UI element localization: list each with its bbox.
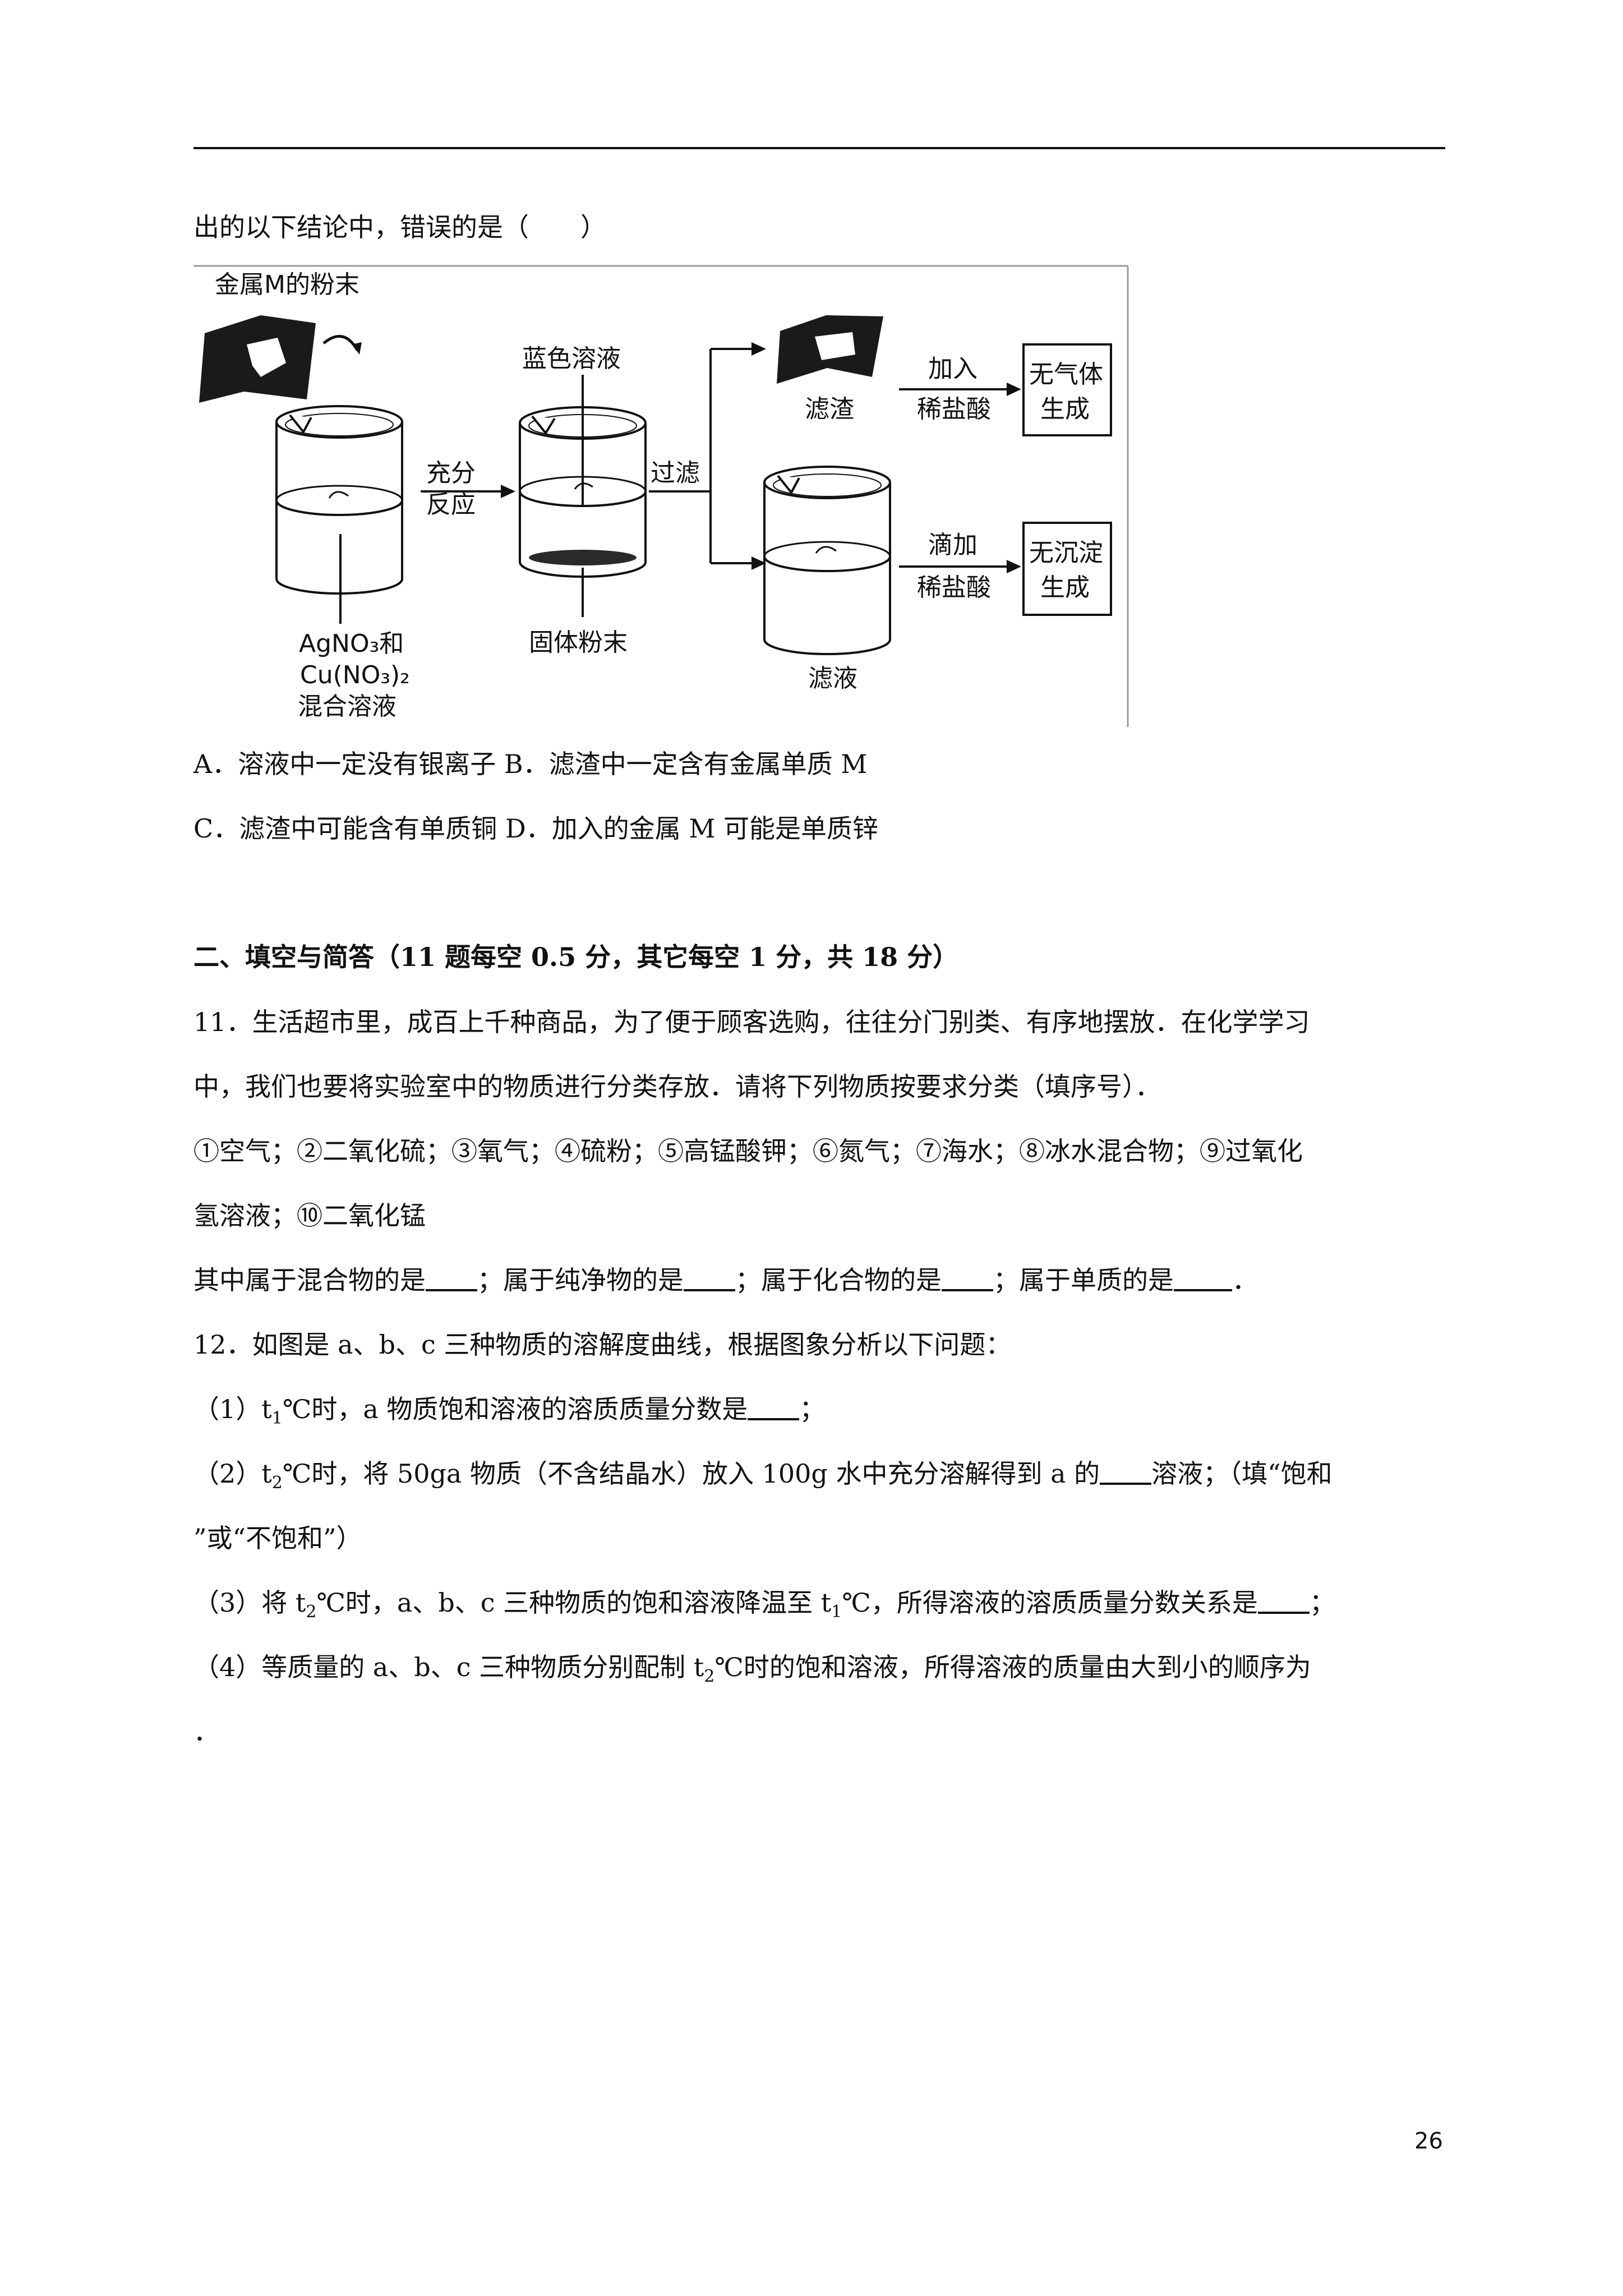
q12-p4-text-b: ℃时的饱和溶液，所得溶液的质量由大到小的顺序为	[714, 1652, 1311, 1682]
filter-label: 过滤	[651, 459, 700, 487]
blank-pure[interactable]	[684, 1264, 735, 1291]
react-label-top: 充分	[426, 459, 476, 487]
drop-label-top: 滴加	[928, 531, 978, 559]
q12-p3-end: ；	[1309, 1588, 1335, 1618]
q12-p1-sub: 1	[271, 1409, 283, 1429]
q12-p3-text-b: ℃时，a、b、c 三种物质的饱和溶液降温至 t	[316, 1588, 832, 1618]
metal-powder-label: 金属M的粉末	[215, 270, 359, 299]
no-precipitate-box	[1022, 522, 1112, 616]
q12-part2: （2）t2℃时，将 50ga 物质（不含结晶水）放入 100g 水中充分溶解得到…	[193, 1457, 1332, 1500]
q12-p2-text-b: ℃时，将 50ga 物质（不含结晶水）放入 100g 水中充分溶解得到 a 的	[282, 1458, 1100, 1489]
q12-stem: 12．如图是 a、b、c 三种物质的溶解度曲线，根据图象分析以下问题：	[193, 1329, 1012, 1360]
q12-p3-sub1: 2	[306, 1602, 317, 1622]
q12-part1: （1）t1℃时，a 物质饱和溶液的溶质质量分数是 ；	[193, 1392, 825, 1435]
q12-p1-end: ；	[799, 1394, 826, 1424]
q12-part2-line2: ”或“不饱和”）	[193, 1523, 362, 1553]
beaker-1	[275, 405, 403, 624]
blank-q12-3[interactable]	[1257, 1587, 1310, 1614]
pour-arrow-icon	[322, 335, 359, 351]
no-precipitate-label-1: 无沉淀	[1029, 539, 1103, 567]
residue-label: 滤渣	[805, 395, 854, 424]
blank-compound[interactable]	[942, 1264, 993, 1291]
drop-label-bottom: 稀盐酸	[917, 573, 991, 602]
q12-p2-sub: 2	[271, 1473, 283, 1493]
q11-q-compound: ；属于化合物的是	[735, 1265, 942, 1295]
q12-part3: （3）将 t2℃时，a、b、c 三种物质的饱和溶液降温至 t1℃，所得溶液的溶质…	[193, 1586, 1335, 1629]
page-number: 26	[1414, 2128, 1443, 2154]
q12-p1-text-b: ℃时，a 物质饱和溶液的溶质质量分数是	[282, 1394, 748, 1424]
mixture-label-3: 混合溶液	[298, 692, 396, 721]
q11-line4: 氢溶液；⑩二氧化锰	[193, 1200, 426, 1231]
solid-powder-shape	[529, 550, 637, 565]
q12-p4-text-a: （4）等质量的 a、b、c 三种物质分别配制 t	[193, 1652, 704, 1682]
q11-line1: 11．生活超市里，成百上千种商品，为了便于顾客选购，往往分门别类、有序地摆放．在…	[193, 1007, 1310, 1037]
solid-powder-label: 固体粉末	[529, 628, 628, 657]
mixture-label-1: AgNO₃和	[299, 629, 404, 658]
add-label-top: 加入	[928, 355, 978, 383]
q10-stem-tail: 出的以下结论中，错误的是（ ）	[193, 212, 606, 242]
blank-q12-2[interactable]	[1100, 1458, 1152, 1485]
beaker-2	[519, 406, 647, 617]
q12-part4: （4）等质量的 a、b、c 三种物质分别配制 t2℃时的饱和溶液，所得溶液的质量…	[193, 1650, 1311, 1694]
filtrate-label: 滤液	[808, 664, 857, 693]
add-label-bottom: 稀盐酸	[917, 395, 991, 424]
q10-options-cd: C．滤渣中可能含有单质铜 D．加入的金属 M 可能是单质锌	[193, 813, 879, 844]
blank-q12-1[interactable]	[748, 1393, 800, 1420]
q11-line2: 中，我们也要将实验室中的物质进行分类存放．请将下列物质按要求分类（填序号）．	[193, 1071, 1161, 1102]
q11-line3: ①空气；②二氧化硫；③氧气；④硫粉；⑤高锰酸钾；⑥氮气；⑦海水；⑧冰水混合物；⑨…	[193, 1136, 1303, 1166]
q12-p3-text-a: （3）将 t	[193, 1588, 306, 1618]
q11-questions: 其中属于混合物的是 ；属于纯净物的是 ；属于化合物的是 ；属于单质的是 ．	[193, 1263, 1258, 1297]
no-gas-box	[1022, 343, 1112, 436]
section2-title: 二、填空与简答（11 题每空 0.5 分，其它每空 1 分，共 18 分）	[193, 942, 959, 972]
q11-q-pure: ；属于纯净物的是	[477, 1265, 684, 1295]
q12-p2-text-c: 溶液；（填“饱和	[1151, 1458, 1332, 1489]
blank-mixture[interactable]	[426, 1264, 477, 1291]
no-precipitate-label-2: 生成	[1040, 573, 1090, 602]
q12-p4-sub: 2	[704, 1667, 715, 1687]
q12-part4-line2: ．	[193, 1717, 219, 1747]
blue-solution-label: 蓝色溶液	[522, 344, 621, 373]
q10-options-ab: A．溶液中一定没有银离子 B．滤渣中一定含有金属单质 M	[193, 749, 868, 779]
q11-q-mixture: 其中属于混合物的是	[193, 1265, 426, 1295]
experiment-diagram: 金属M的粉末 AgNO₃和 Cu(NO₃)₂ 混合溶液 充分 反应 蓝色溶液	[193, 265, 1129, 728]
no-gas-label-2: 生成	[1040, 395, 1090, 424]
beaker-3	[763, 466, 891, 655]
mixture-label-2: Cu(NO₃)₂	[300, 661, 410, 689]
q12-p3-text-c: ℃，所得溶液的溶质质量分数关系是	[842, 1588, 1258, 1618]
q11-q-element: ；属于单质的是	[993, 1265, 1174, 1295]
blank-element[interactable]	[1174, 1264, 1232, 1291]
q12-p3-sub2: 1	[831, 1602, 842, 1622]
no-gas-label-1: 无气体	[1029, 360, 1103, 389]
q11-end: ．	[1232, 1265, 1258, 1295]
header-rule	[193, 147, 1445, 149]
react-label-bottom: 反应	[426, 490, 476, 519]
q12-p1-text-a: （1）t	[193, 1394, 272, 1424]
q12-p2-text-a: （2）t	[193, 1458, 272, 1489]
